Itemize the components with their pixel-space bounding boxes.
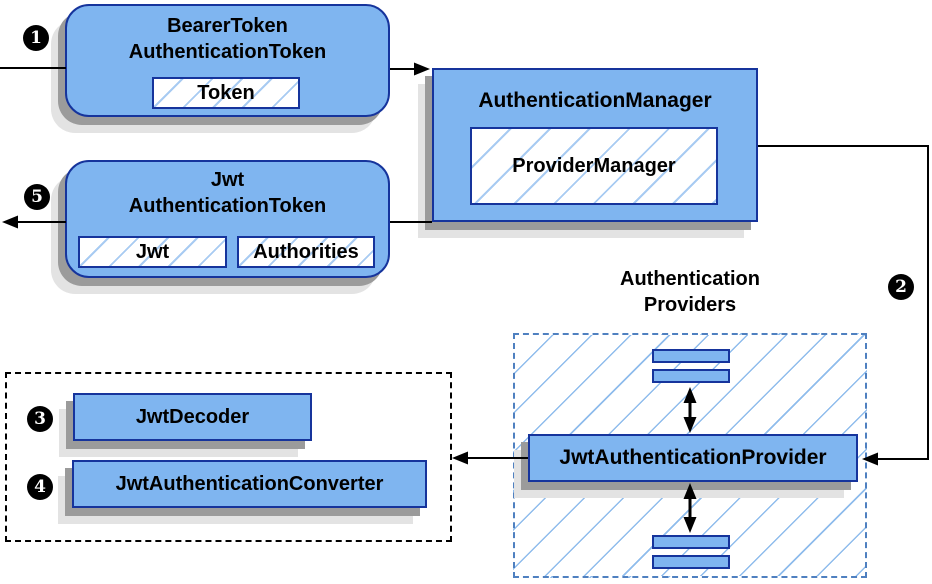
arrowhead-into-manager (414, 62, 430, 76)
authentication-providers-label-line2: Providers (643, 294, 737, 316)
jwt-authentication-provider-label: JwtAuthenticationProvider (559, 446, 827, 469)
provider-stack-top-rect-1 (652, 349, 730, 363)
bearer-token-authentication-token-node: BearerToken AuthenticationToken Token (65, 4, 390, 117)
jwt-authentication-token-node: Jwt AuthenticationToken Jwt Authorities (65, 160, 390, 278)
authorities-chip-label: Authorities (253, 240, 359, 263)
authentication-providers-container: JwtAuthenticationProvider (513, 333, 867, 578)
bearer-token-title-line1: BearerToken (167, 15, 288, 37)
authentication-manager-title: AuthenticationManager (478, 89, 712, 112)
token-chip-label: Token (197, 81, 255, 104)
bearer-token-title: BearerToken AuthenticationToken (67, 13, 388, 65)
step-2-badge: 2 (888, 274, 914, 300)
jwt-chip-label: Jwt (135, 240, 170, 263)
authentication-providers-label-line1: Authentication (620, 268, 760, 290)
bearer-token-title-line2: AuthenticationToken (128, 41, 327, 63)
arrowhead-into-converter-group (452, 451, 468, 465)
authorities-chip: Authorities (237, 236, 375, 268)
provider-stack-bottom-rect-1 (652, 535, 730, 549)
jwt-authentication-converter-label: JwtAuthenticationConverter (115, 472, 384, 495)
provider-manager-chip: ProviderManager (470, 127, 718, 205)
jwt-authentication-converter-node: JwtAuthenticationConverter (72, 460, 427, 508)
authentication-manager-node: AuthenticationManager ProviderManager (432, 68, 758, 222)
jwt-token-title: Jwt AuthenticationToken (67, 167, 388, 219)
step-5-badge: 5 (24, 184, 50, 210)
jwt-token-title-line2: AuthenticationToken (128, 195, 327, 217)
step-4-badge: 4 (27, 474, 53, 500)
token-chip: Token (152, 77, 300, 109)
step-1-badge: 1 (23, 25, 49, 51)
jwt-authentication-provider-node: JwtAuthenticationProvider (528, 434, 858, 482)
arrowhead-token-out (2, 215, 18, 229)
provider-stack-bottom-rect-2 (652, 555, 730, 569)
jwt-decoder-node: JwtDecoder (73, 393, 312, 441)
decoder-converter-group-box: JwtDecoder JwtAuthenticationConverter (5, 372, 452, 542)
provider-manager-chip-label: ProviderManager (512, 154, 676, 177)
step-3-badge: 3 (27, 406, 53, 432)
jwt-token-title-line1: Jwt (210, 169, 245, 191)
jwt-chip: Jwt (78, 236, 227, 268)
jwt-decoder-label: JwtDecoder (135, 405, 250, 428)
authentication-providers-label: Authentication Providers (560, 266, 820, 318)
provider-stack-top-rect-2 (652, 369, 730, 383)
